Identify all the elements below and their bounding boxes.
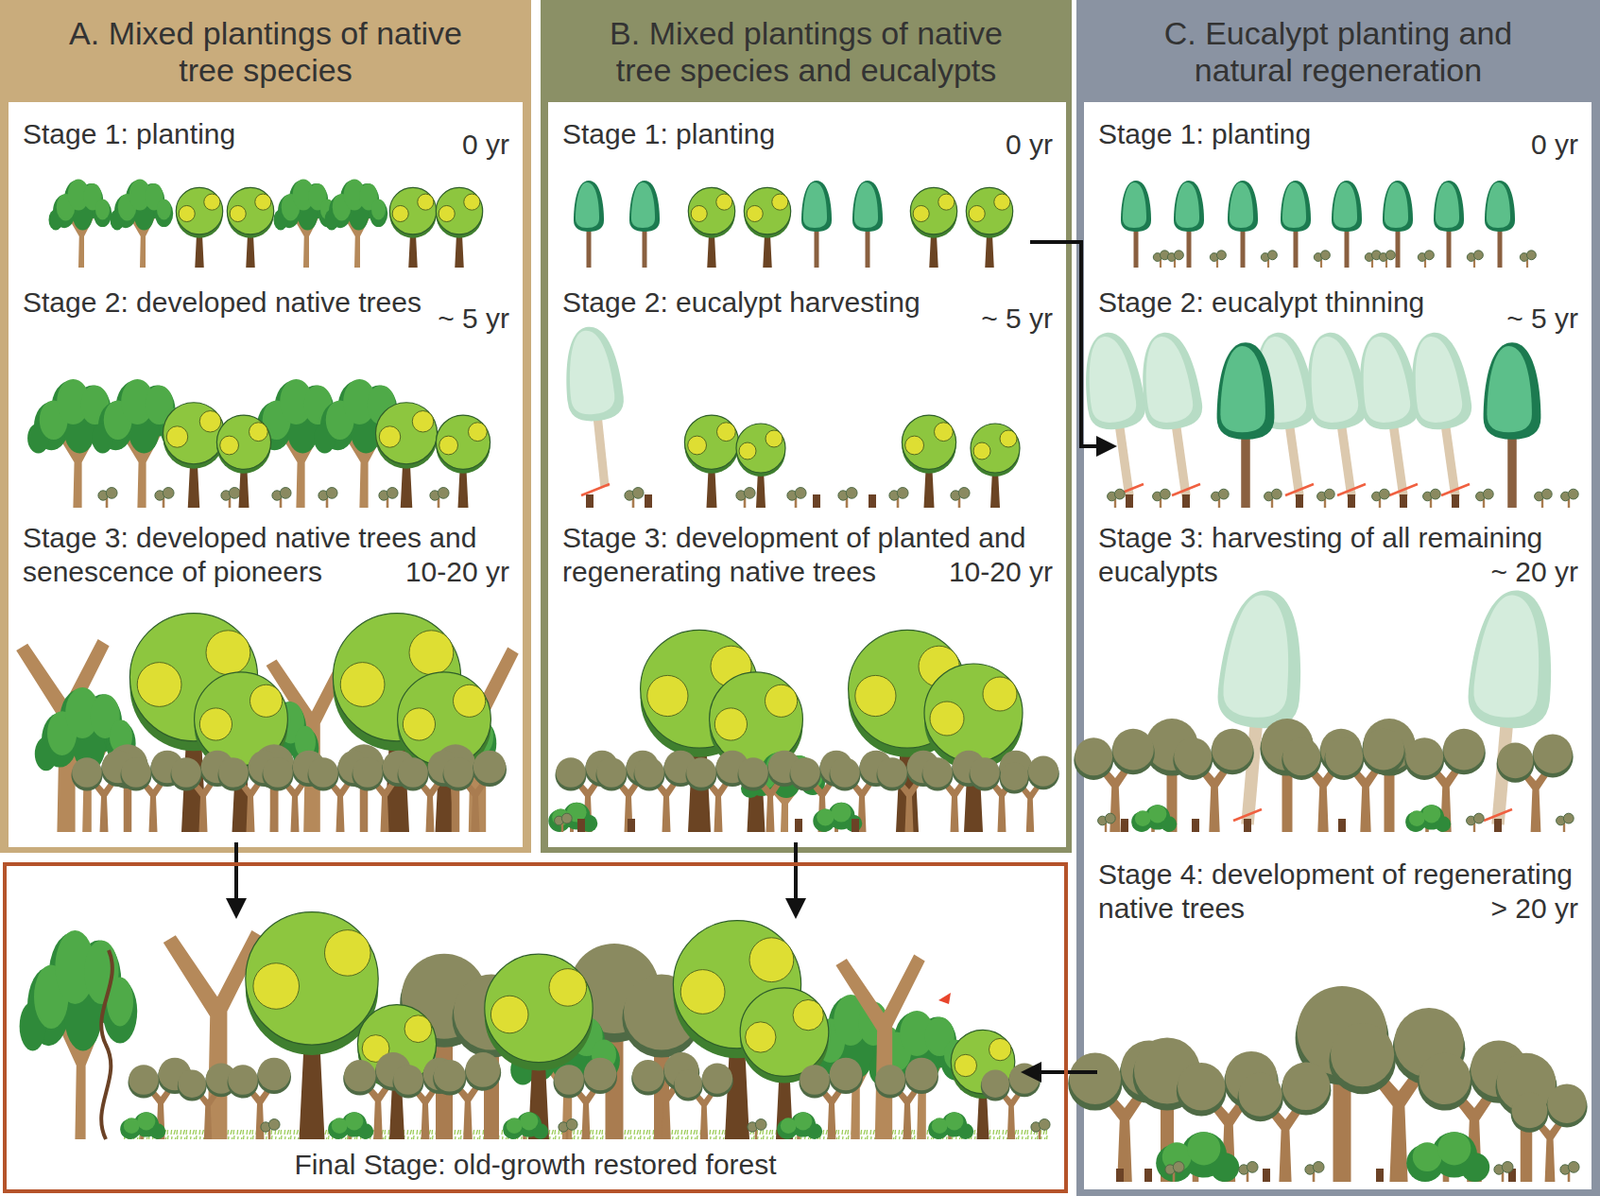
trees-a-stage3 — [16, 613, 519, 832]
panel-heading: B. Mixed plantings of native tree specie… — [584, 15, 1029, 89]
year-label: > 20 yr — [1490, 891, 1579, 926]
trees-c-stage1 — [1120, 180, 1536, 268]
panel-header: A. Mixed plantings of native tree specie… — [0, 0, 532, 853]
flow-arrow — [225, 842, 247, 919]
year-label: ~ 20 yr — [1490, 554, 1579, 589]
flow-arrow — [1030, 241, 1118, 457]
year-label: 0 yr — [1531, 127, 1579, 162]
stage-label: Stage 2: eucalypt harvesting — [562, 285, 1050, 320]
stage-box: Stage 1: planting0 yrStage 2: eucalypt t… — [1083, 102, 1592, 1189]
panel-heading: A. Mixed plantings of native tree specie… — [43, 15, 488, 89]
trees-c-stage4 — [1067, 985, 1587, 1182]
trees-b-stage2 — [560, 324, 1020, 508]
stage-label: Stage 1: planting — [1098, 117, 1585, 152]
arrow-head — [1020, 1061, 1042, 1083]
year-label: ~ 5 yr — [1506, 301, 1579, 336]
trees-b-stage1 — [573, 180, 1014, 268]
year-label: 10-20 yr — [405, 554, 510, 589]
arrow-head — [225, 897, 247, 919]
arrow-head — [785, 897, 807, 919]
stage-box: Stage 1: planting0 yr Stage 2: developed … — [8, 102, 523, 847]
arrow-line — [1030, 241, 1106, 447]
trees-b-stage3 — [548, 629, 1060, 832]
year-label: 0 yr — [462, 127, 510, 162]
panel-header: B. Mixed plantings of native tree specie… — [540, 0, 1072, 853]
arrow-line — [793, 842, 798, 908]
stage-label: Stage 1: planting — [22, 117, 510, 152]
year-label: ~ 5 yr — [980, 301, 1053, 336]
trees-a-stage2 — [27, 378, 490, 508]
final-stage-box: Final Stage: old-growth restored forest — [2, 861, 1068, 1193]
trees-a-stage1 — [49, 179, 483, 269]
trees-c-stage2 — [1078, 328, 1580, 508]
trees-final-stage — [19, 911, 1050, 1139]
year-label: ~ 5 yr — [437, 301, 510, 336]
stage-label: Stage 2: developed native trees — [22, 285, 510, 320]
flow-arrow — [1020, 1061, 1098, 1083]
year-label: 0 yr — [1005, 127, 1053, 162]
final-label: Final Stage: old-growth restored forest — [205, 1147, 867, 1182]
arrow-line — [234, 842, 239, 908]
year-label: 10-20 yr — [948, 554, 1053, 589]
stage-label: Stage 1: planting — [562, 117, 1050, 152]
stage-box: Stage 1: planting0 yr Stage 2: eucalypt h… — [548, 102, 1067, 847]
panel-heading: C. Eucalypt planting and natural regener… — [1116, 15, 1561, 89]
flow-arrow — [785, 842, 807, 919]
arrow-head — [1096, 435, 1118, 457]
trees-c-stage3 — [1073, 586, 1574, 832]
panel-header: C. Eucalypt planting and natural regener… — [1076, 0, 1600, 1196]
